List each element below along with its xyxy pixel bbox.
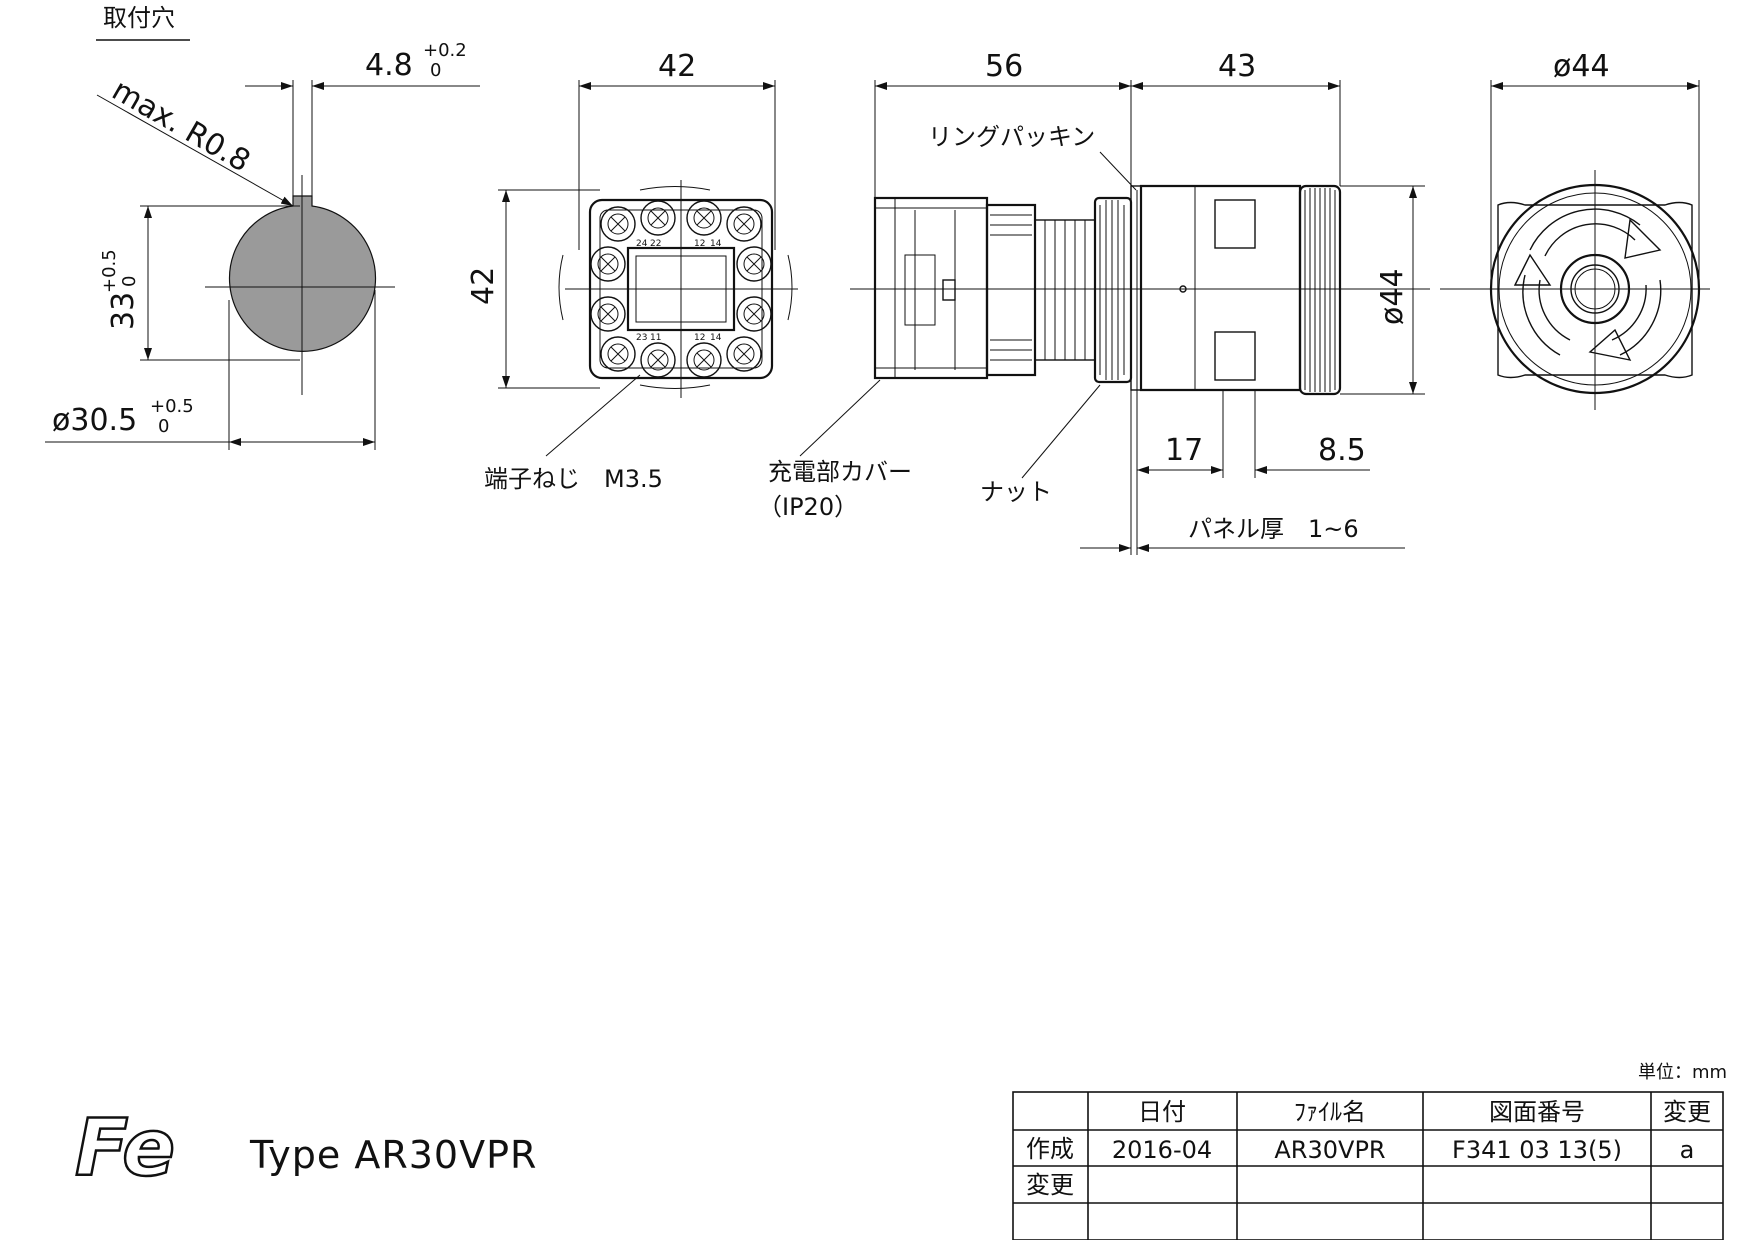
dim-front-length: 43 (1218, 49, 1256, 84)
dim-radius-note: max. R0.8 (106, 73, 256, 180)
tb-header-date: 日付 (1138, 1098, 1186, 1126)
contact-block-body (873, 196, 989, 380)
tb-header-rev: 変更 (1663, 1098, 1711, 1126)
front-view: ø44 (1440, 49, 1710, 410)
tb-header-drawing-no: 図面番号 (1489, 1098, 1585, 1126)
front-bezel (1139, 184, 1302, 392)
terminal-no-7: 12 (694, 333, 705, 343)
tb-row1-label: 作成 (1026, 1135, 1074, 1163)
terminal-no-6: 11 (650, 333, 661, 343)
terminal-no-8: 14 (710, 333, 722, 343)
dim-body-length: 56 (985, 49, 1023, 84)
mounting-hole-view: 取付穴 4.8 +0.2 0 max. R0.8 33 +0.5 0 ø3 (45, 4, 480, 450)
dim-8-5: 8.5 (1318, 433, 1366, 468)
terminal-no-4: 14 (710, 239, 722, 249)
terminal-no-2: 22 (650, 239, 661, 249)
tb-header-file: ﾌｧｲﾙ名 (1294, 1098, 1366, 1126)
dim-panel-thickness: パネル厚 1~6 (1188, 515, 1359, 543)
callout-terminal-cover: 充電部カバー (768, 458, 912, 486)
fuji-logo: Fe (74, 1103, 177, 1196)
tb-row1-date: 2016-04 (1112, 1136, 1212, 1164)
dim-side-diameter: ø44 (1375, 268, 1410, 325)
dim-rear-width: 42 (658, 49, 696, 84)
dim-hole-height: 33 (106, 292, 141, 330)
title-block: 日付 ﾌｧｲﾙ名 図面番号 変更 作成 2016-04 AR30VPR F341… (1012, 1091, 1724, 1240)
units-note: 単位：mm (1638, 1062, 1727, 1083)
logo-text: Fe (75, 1104, 175, 1194)
dim-keyway-tol-upper: +0.2 (423, 40, 467, 61)
dim-hole-height-tol-lower: 0 (119, 276, 140, 287)
callout-terminal-cover-ip: （IP20） (758, 493, 858, 521)
callout-ring-packing: リングパッキン (928, 123, 1095, 151)
dim-keyway-tol-lower: 0 (430, 60, 441, 81)
mushroom-cap (1298, 184, 1342, 396)
dim-17: 17 (1165, 433, 1203, 468)
side-view: 56 43 ø44 リングパッキン 充電部カバー （IP20） ナット 17 8… (758, 49, 1430, 555)
tb-row2-label: 変更 (1026, 1171, 1074, 1199)
dim-front-diameter: ø44 (1553, 49, 1610, 84)
callout-terminal-screw: 端子ねじ M3.5 (484, 465, 663, 493)
dim-hole-diameter-tol-lower: 0 (158, 416, 169, 437)
tb-row1-drawing-no: F341 03 13(5) (1452, 1136, 1622, 1164)
callout-nut: ナット (980, 478, 1052, 506)
tb-row1-file: AR30VPR (1274, 1136, 1385, 1164)
terminal-no-3: 12 (694, 239, 705, 249)
tb-row1-rev: a (1680, 1136, 1695, 1164)
terminal-screws (590, 200, 772, 378)
dim-hole-diameter-tol-upper: +0.5 (150, 396, 194, 417)
front-housing (1497, 201, 1693, 379)
terminal-no-5: 23 (636, 333, 647, 343)
rear-view: 24 22 12 14 23 11 12 14 42 42 端子ねじ M3.5 (466, 49, 798, 493)
twist-arrows-icon (1513, 208, 1662, 361)
terminal-no-1: 24 (636, 239, 648, 249)
mounting-hole-title: 取付穴 (103, 4, 175, 32)
ring-packing (1130, 185, 1142, 391)
dim-hole-diameter: ø30.5 (52, 403, 137, 438)
dim-rear-height: 42 (466, 267, 501, 305)
type-label: Type AR30VPR (249, 1133, 537, 1177)
dim-keyway-width: 4.8 (365, 48, 413, 83)
dim-hole-height-tol-upper: +0.5 (99, 249, 120, 293)
